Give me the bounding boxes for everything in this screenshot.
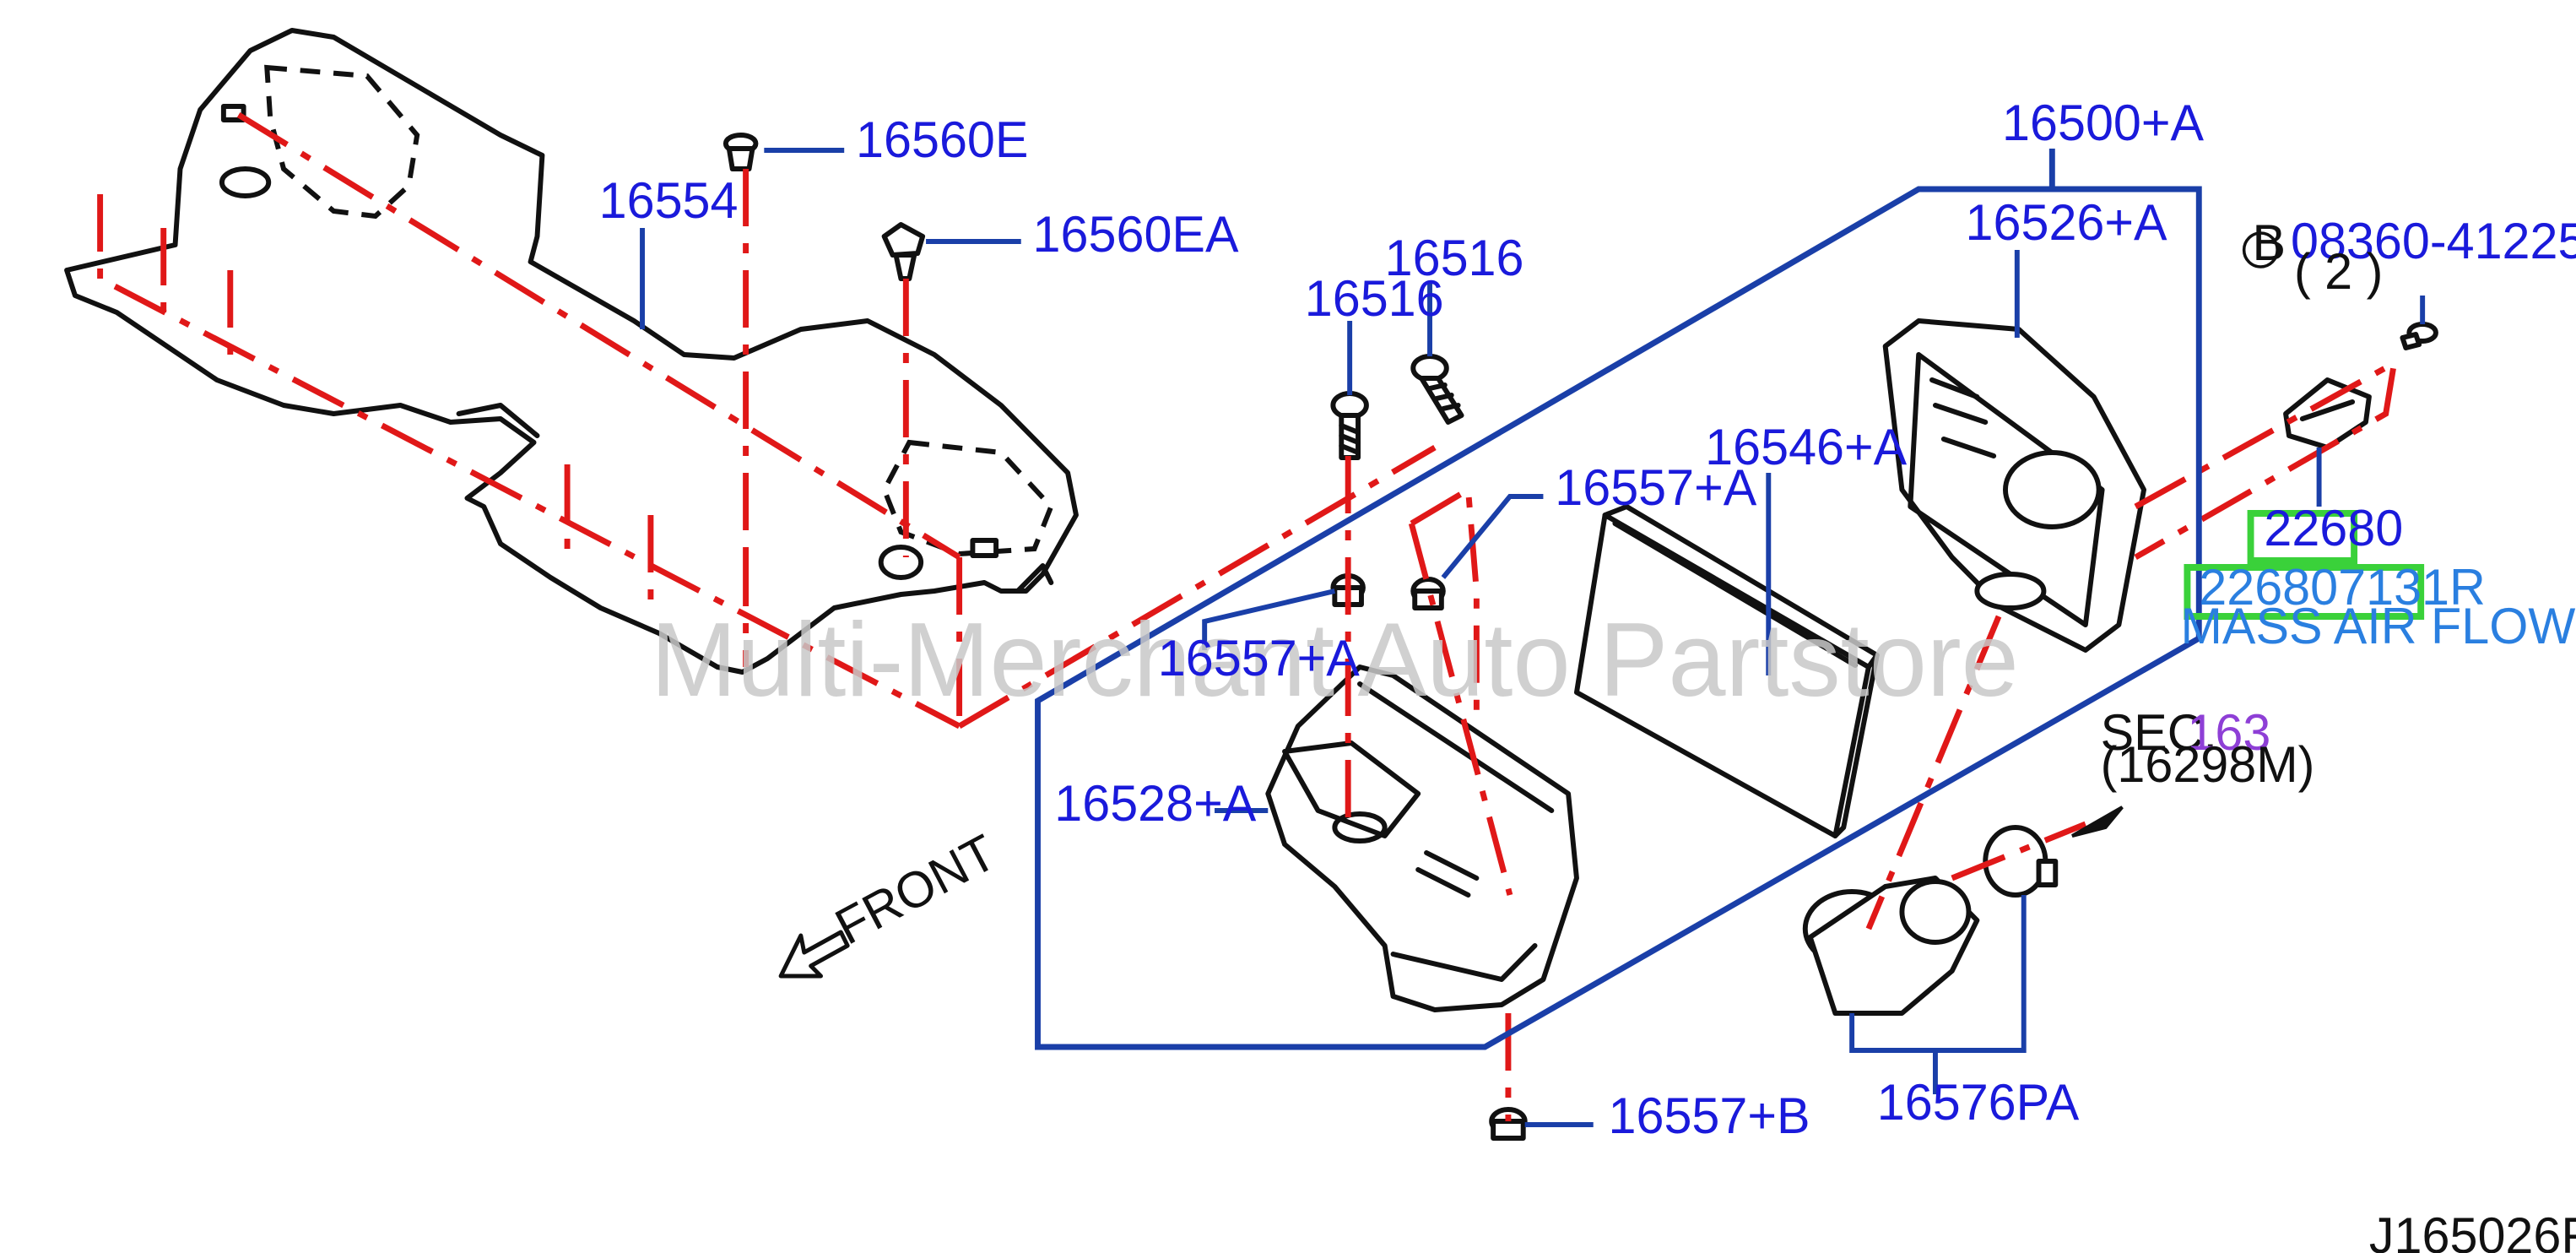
highlight-box-oem <box>2184 564 2425 620</box>
oem-part-number: 226807131R <box>2199 559 2486 616</box>
air-filter-element <box>1574 504 1880 838</box>
bolt-16516-right <box>1410 354 1464 425</box>
air-cleaner-lower-case <box>1265 664 1579 1012</box>
section-number: 163 <box>2187 704 2270 761</box>
bolt-part-number: 08360-41225 <box>2291 213 2576 269</box>
bolt-16516-left <box>1330 391 1369 460</box>
bolt-quantity: ( 2 ) <box>2294 243 2383 300</box>
engine-under-cover <box>64 28 1079 675</box>
front-label: FRONT <box>826 823 1005 955</box>
watermark-text: Multi-Merchant Auto Partstore <box>651 601 2019 719</box>
grommet-16557a-right <box>1410 577 1446 610</box>
callout-16516-left: 16516 <box>1305 270 1444 327</box>
hose-clamp <box>1983 825 2059 898</box>
front-indicator: FRONT <box>778 823 1005 979</box>
section-reference: (16298M) <box>2101 736 2315 793</box>
callout-16557a-upper: 16557+A <box>1555 459 1756 516</box>
callout-16560ea: 16560EA <box>1033 206 1239 263</box>
bolt-reference: B 08360-41225 ( 2 ) <box>2242 213 2576 300</box>
callout-16554: 16554 <box>599 172 739 229</box>
diagram-code: J165026F <box>2369 1207 2576 1253</box>
oem-part-description: MASS AIR FLOW <box>2181 598 2576 654</box>
grommet-16557b <box>1489 1107 1528 1141</box>
callout-16526a: 16526+A <box>1966 194 2167 251</box>
assembly-centerlines <box>97 112 2399 1121</box>
callout-16576pa: 16576PA <box>1877 1074 2080 1131</box>
bolt-08360 <box>2400 322 2438 350</box>
clip-16560ea <box>881 222 926 281</box>
callout-16560e: 16560E <box>856 111 1028 168</box>
leader-lines <box>640 148 2426 1127</box>
callout-16557a-lower: 16557+A <box>1158 630 1360 686</box>
intake-duct <box>1802 876 1980 1016</box>
callout-16557b: 16557+B <box>1609 1088 1810 1144</box>
callout-16528a: 16528+A <box>1054 775 1256 832</box>
callout-16546a: 16546+A <box>1705 419 1907 475</box>
bolt-circle-letter: B <box>2253 214 2286 271</box>
callout-22680: 22680 <box>2264 500 2403 556</box>
bolt-circle-icon <box>2242 231 2279 268</box>
air-cleaner-upper-cover <box>1882 318 2147 653</box>
highlight-box-22680 <box>2247 510 2358 564</box>
mass-air-flow-sensor <box>2283 377 2372 450</box>
clip-16560e <box>722 133 759 171</box>
direction-arrow <box>2071 806 2124 838</box>
callout-16516-right: 16516 <box>1385 230 1524 286</box>
section-prefix: SEC. <box>2101 704 2217 761</box>
callout-16500a: 16500+A <box>2002 95 2204 151</box>
